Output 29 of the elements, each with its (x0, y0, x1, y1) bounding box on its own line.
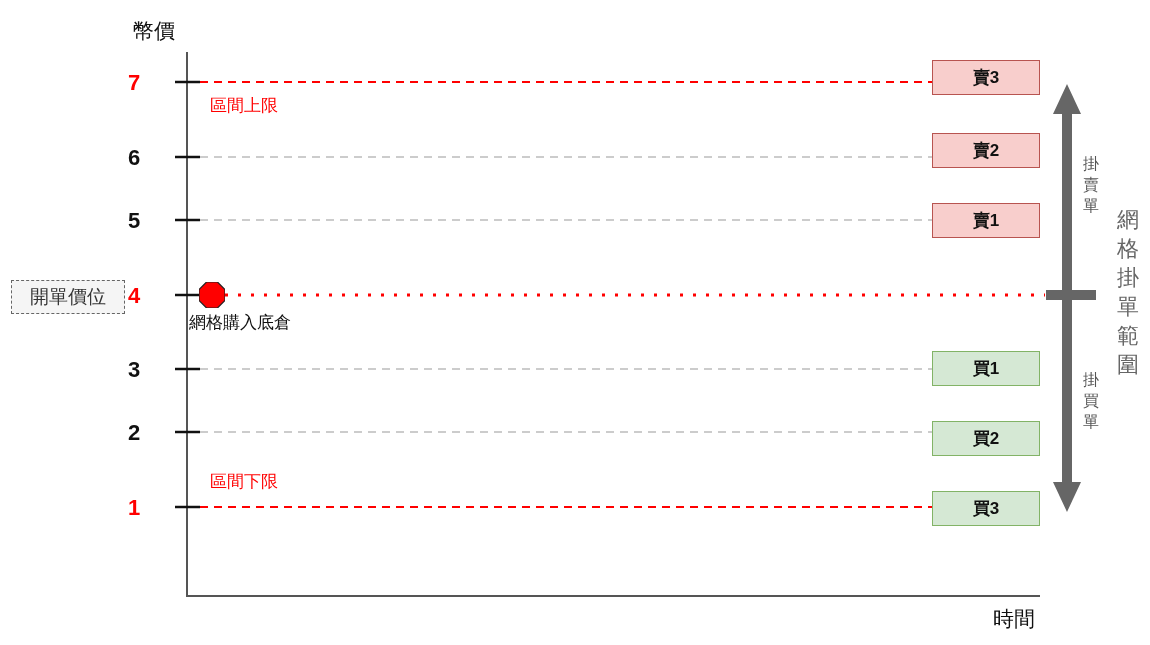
tick-label: 4 (128, 283, 141, 310)
buy-order-box: 買3 (932, 491, 1040, 526)
range-label: 區間上限 (210, 96, 278, 117)
range-title: 網格掛單範圍 (1116, 206, 1140, 380)
axis-title: 時間 (993, 606, 1035, 632)
stop-marker (199, 282, 225, 308)
sell-order-box: 賣2 (932, 133, 1040, 168)
grid-line (199, 81, 933, 83)
tick-label: 6 (128, 145, 141, 172)
range-label: 掛賣單 (1083, 154, 1100, 216)
grid-line (199, 431, 933, 433)
grid-line (199, 156, 933, 158)
grid-line (199, 219, 933, 221)
sell-order-box: 賣3 (932, 60, 1040, 95)
sell-order-box: 賣1 (932, 203, 1040, 238)
grid-line (199, 506, 933, 508)
tick-label: 5 (128, 208, 141, 235)
buy-order-box: 買2 (932, 421, 1040, 456)
grid-line (199, 368, 933, 370)
range-label: 掛買單 (1083, 370, 1100, 432)
tick-label: 7 (128, 70, 141, 97)
range-label: 區間下限 (210, 472, 278, 493)
tick-label: 1 (128, 495, 141, 522)
tick-label: 3 (128, 357, 141, 384)
buy-order-box: 買1 (932, 351, 1040, 386)
tick-label: 2 (128, 420, 141, 447)
marker-caption: 網格購入底倉 (189, 312, 291, 334)
axis-title: 幣價 (133, 18, 175, 44)
price-box: 開單價位 (11, 280, 125, 314)
